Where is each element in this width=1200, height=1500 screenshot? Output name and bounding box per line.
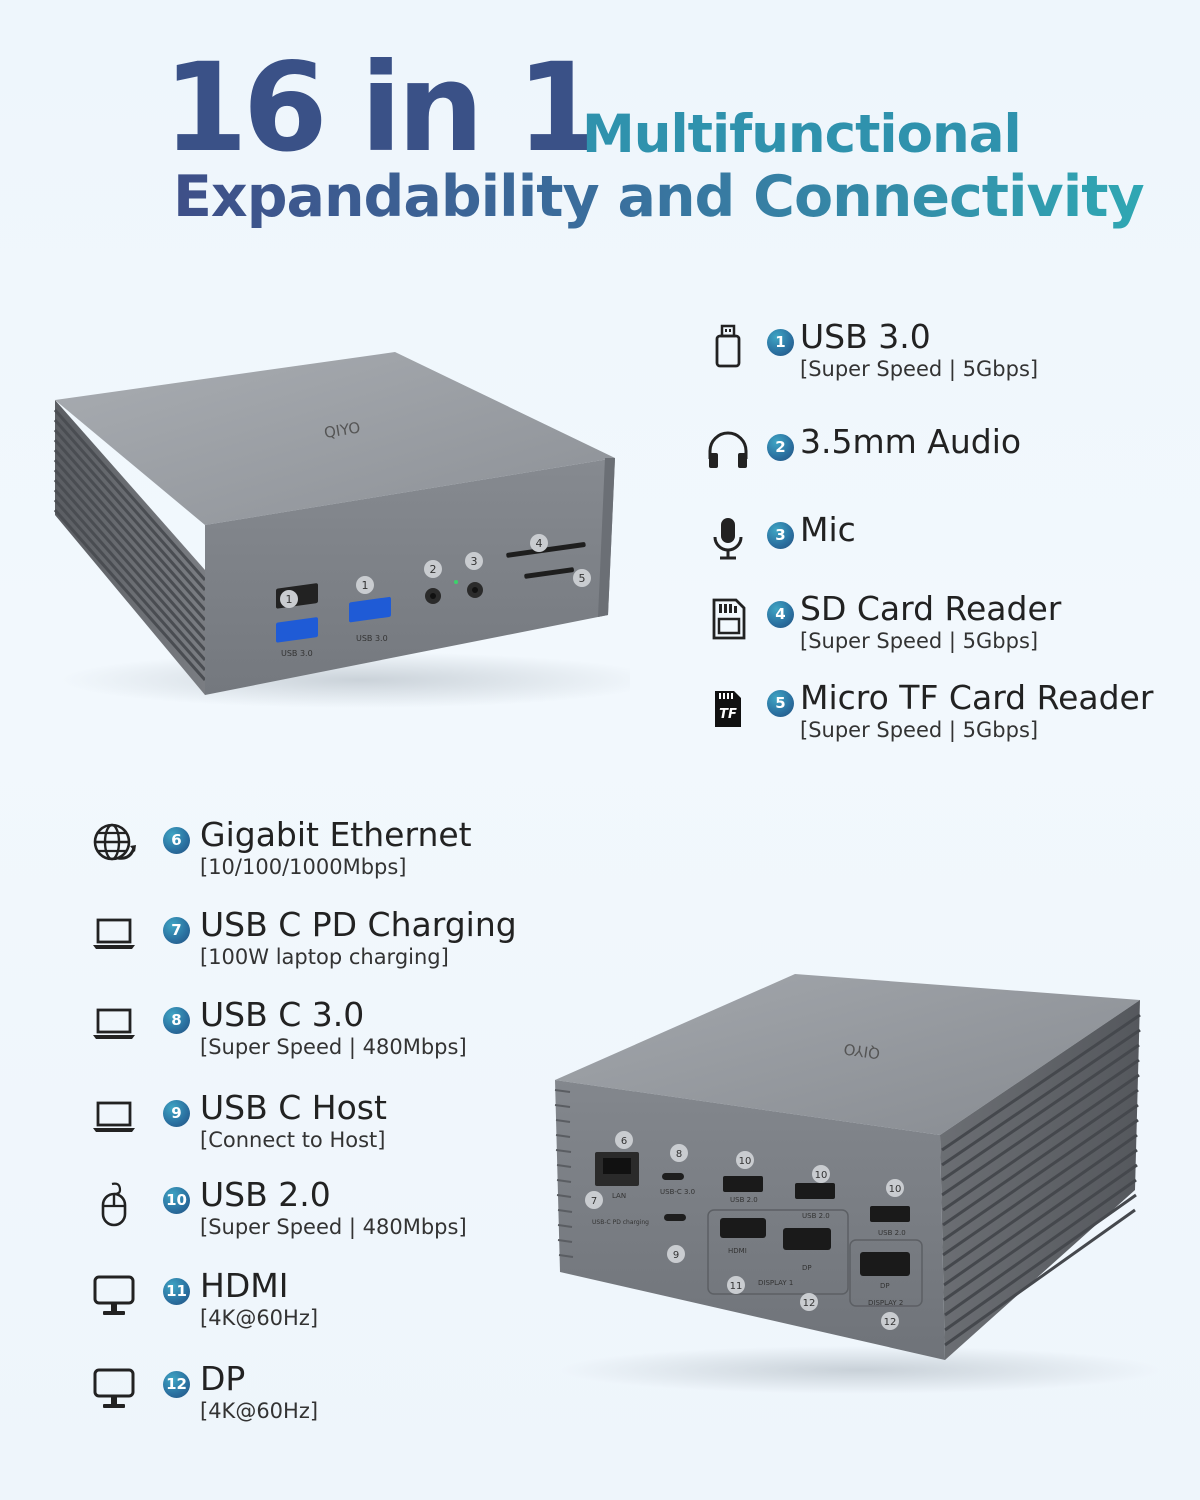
heading-line2: Expandability and Connectivity — [173, 164, 1145, 230]
rear-pd-label: USB-C PD charging — [592, 1219, 649, 1226]
feature-number-badge: 3 — [767, 522, 794, 549]
feature-title: SD Card Reader — [800, 589, 1062, 628]
feature-number-badge: 11 — [163, 1278, 190, 1305]
feature-title: Mic — [800, 510, 856, 549]
sd-card-icon — [704, 594, 752, 642]
rear-callout: 6 — [621, 1136, 627, 1147]
rear-callout: 10 — [739, 1156, 752, 1167]
feature-number-badge: 10 — [163, 1187, 190, 1214]
feature-title: USB C PD Charging — [200, 905, 517, 944]
rear-display1-label: DISPLAY 1 — [758, 1279, 793, 1287]
monitor-icon — [90, 1271, 138, 1319]
feature-subtitle: [Super Speed | 480Mbps] — [200, 1215, 467, 1239]
rear-callout: 8 — [676, 1149, 682, 1160]
feature-subtitle: [Super Speed | 480Mbps] — [200, 1035, 467, 1059]
feature-subtitle: [4K@60Hz] — [200, 1399, 319, 1423]
feature-subtitle: [Super Speed | 5Gbps] — [800, 718, 1039, 742]
feature-subtitle: [Connect to Host] — [200, 1128, 386, 1152]
laptop-icon — [90, 1000, 138, 1048]
usb-stick-icon — [704, 322, 752, 370]
monitor-icon — [90, 1364, 138, 1412]
front-usb30-label-2: USB 3.0 — [356, 634, 388, 643]
tf-card-icon — [704, 683, 752, 731]
rear-callout: 10 — [815, 1170, 828, 1181]
front-callout: 1 — [286, 593, 293, 606]
laptop-icon — [90, 910, 138, 958]
rear-hdmi-label: HDMI — [728, 1247, 747, 1255]
feature-title: DP — [200, 1359, 246, 1398]
front-callout: 2 — [430, 563, 437, 576]
feature-title: USB 3.0 — [800, 317, 931, 356]
feature-title: HDMI — [200, 1266, 289, 1305]
rear-dp-label-1: DP — [802, 1264, 812, 1272]
rear-dp-label-2: DP — [880, 1282, 890, 1290]
feature-subtitle: [Super Speed | 5Gbps] — [800, 357, 1039, 381]
rear-display2-label: DISPLAY 2 — [868, 1299, 903, 1307]
feature-number-badge: 2 — [767, 434, 794, 461]
feature-number-badge: 7 — [163, 917, 190, 944]
feature-title: USB C 3.0 — [200, 995, 365, 1034]
rear-usb20-label-1: USB 2.0 — [730, 1196, 758, 1204]
mouse-icon — [90, 1180, 138, 1228]
feature-number-badge: 8 — [163, 1007, 190, 1034]
feature-title: Gigabit Ethernet — [200, 815, 472, 854]
feature-subtitle: [100W laptop charging] — [200, 945, 449, 969]
rear-callout: 11 — [730, 1281, 743, 1292]
globe-icon — [90, 820, 138, 868]
rear-brand-logo: QIYO — [843, 1040, 882, 1063]
front-brand-logo: QIYO — [323, 418, 362, 441]
front-callout: 5 — [579, 572, 586, 585]
rear-lan-label: LAN — [612, 1192, 626, 1200]
feature-number-badge: 12 — [163, 1371, 190, 1398]
feature-number-badge: 1 — [767, 329, 794, 356]
rear-usbc30-label: USB-C 3.0 — [660, 1188, 695, 1196]
rear-device-image: QIYO LAN USB-C 3.0 USB — [540, 960, 1160, 1400]
feature-title: USB 2.0 — [200, 1175, 331, 1214]
heading: 16 in 1 Multifunctional Expandability an… — [0, 0, 1200, 250]
feature-title: 3.5mm Audio — [800, 422, 1022, 461]
rear-callout: 9 — [673, 1250, 679, 1261]
heading-big: 16 in 1 — [163, 37, 601, 179]
feature-subtitle: [4K@60Hz] — [200, 1306, 319, 1330]
rear-callout: 12 — [884, 1317, 897, 1328]
feature-subtitle: [10/100/1000Mbps] — [200, 855, 407, 879]
rear-callout: 10 — [889, 1184, 902, 1195]
feature-number-badge: 6 — [163, 827, 190, 854]
front-callout: 4 — [536, 537, 543, 550]
front-callout: 1 — [362, 579, 369, 592]
feature-number-badge: 4 — [767, 601, 794, 628]
rear-usb20-label-3: USB 2.0 — [878, 1229, 906, 1237]
front-usb30-label-1: USB 3.0 — [281, 649, 313, 658]
rear-usb20-label-2: USB 2.0 — [802, 1212, 830, 1220]
feature-title: USB C Host — [200, 1088, 387, 1127]
feature-title: Micro TF Card Reader — [800, 678, 1154, 717]
front-callout: 3 — [471, 555, 478, 568]
headphones-icon — [704, 427, 752, 475]
feature-number-badge: 9 — [163, 1100, 190, 1127]
microphone-icon — [704, 515, 752, 563]
feature-number-badge: 5 — [767, 690, 794, 717]
heading-line1: Multifunctional — [582, 104, 1022, 165]
rear-callout: 7 — [591, 1196, 597, 1207]
feature-subtitle: [Super Speed | 5Gbps] — [800, 629, 1039, 653]
laptop-icon — [90, 1093, 138, 1141]
rear-callout: 12 — [803, 1298, 816, 1309]
front-device-image: QIYO USB 3.0 USB 3.0 1 1 2 3 4 — [40, 340, 630, 710]
